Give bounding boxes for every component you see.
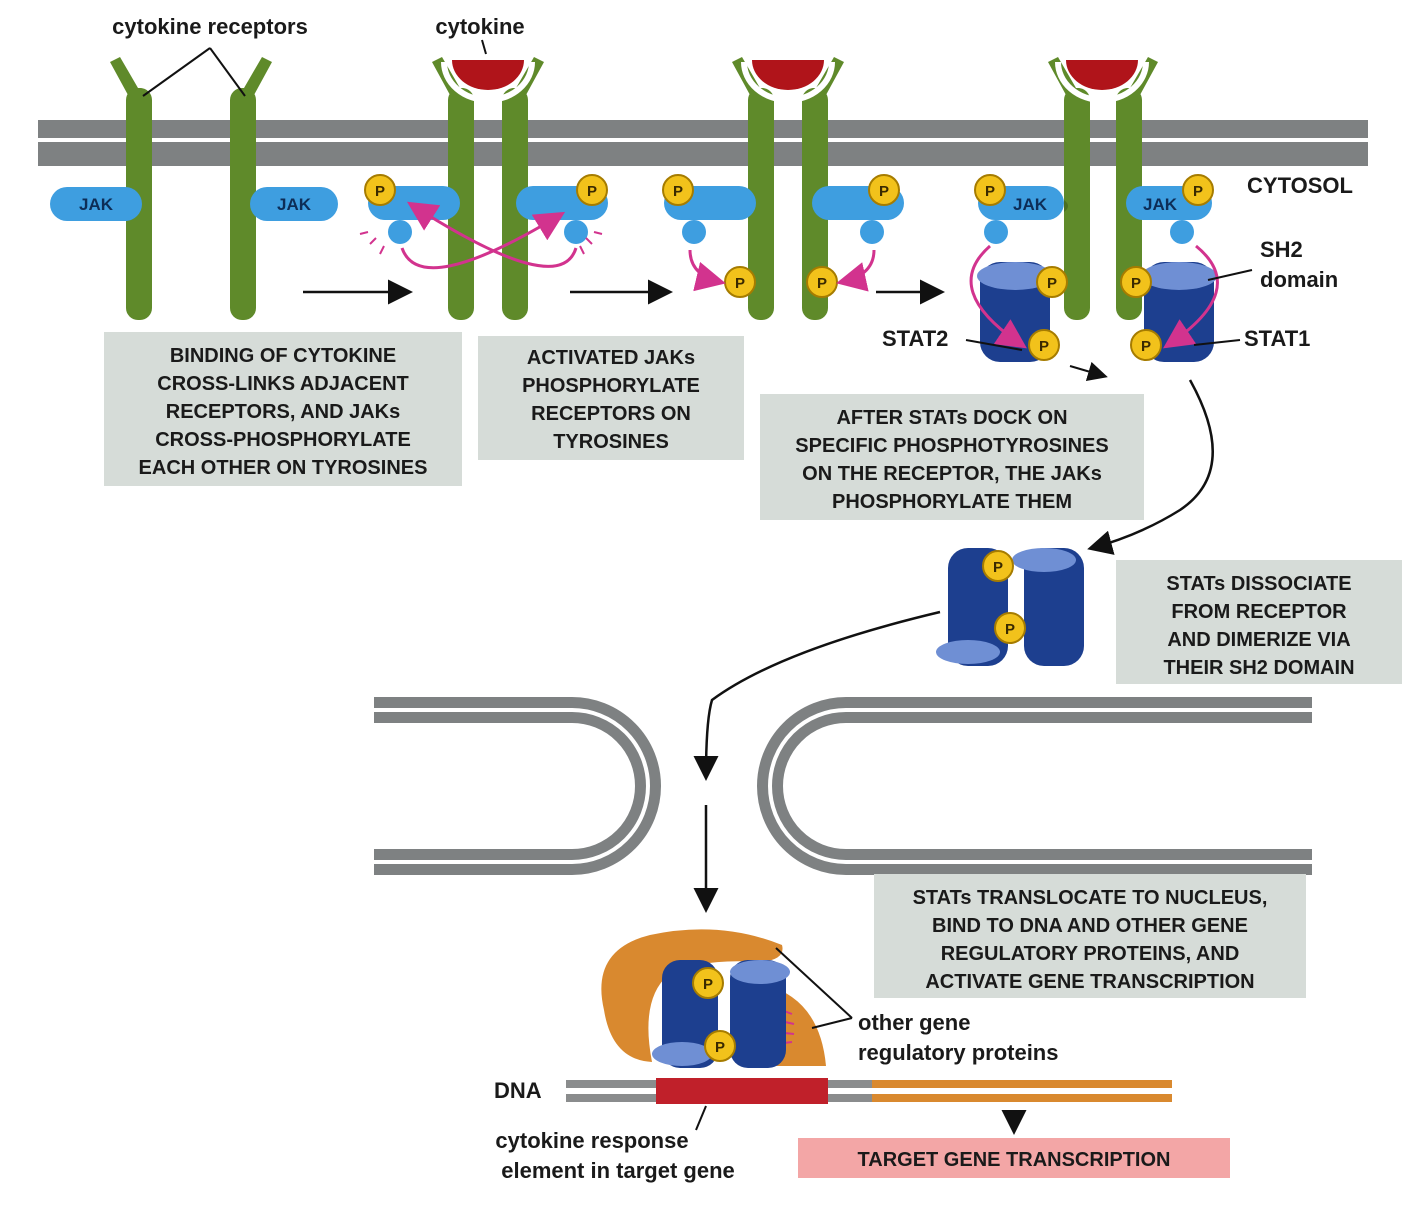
cross-phosphorylation-arrows xyxy=(359,201,603,270)
svg-text:ACTIVATED JAKs: ACTIVATED JAKs xyxy=(527,347,695,369)
svg-text:P: P xyxy=(703,976,713,993)
receptor-pair-unbound xyxy=(110,47,272,320)
svg-text:P: P xyxy=(1193,183,1203,200)
svg-text:P: P xyxy=(673,183,683,200)
jak-right-unbound: JAK xyxy=(250,187,338,221)
svg-text:P: P xyxy=(1141,338,1151,355)
svg-text:JAK: JAK xyxy=(277,195,312,214)
svg-text:AFTER STATs DOCK ON: AFTER STATs DOCK ON xyxy=(836,407,1067,429)
svg-text:P: P xyxy=(817,275,827,292)
receptor-phosphorylation-arrows xyxy=(688,249,876,292)
jak-right-4: JAK P xyxy=(1126,174,1214,244)
svg-text:element in target gene: element in target gene xyxy=(501,1158,735,1183)
svg-text:P: P xyxy=(1047,275,1057,292)
step-box-3: AFTER STATs DOCK ON SPECIFIC PHOSPHOTYRO… xyxy=(760,394,1144,520)
sh2-domain-label: SH2 domain xyxy=(1207,237,1338,292)
svg-text:RECEPTORS, AND JAKs: RECEPTORS, AND JAKs xyxy=(166,401,401,423)
other-gene-label: other gene regulatory proteins xyxy=(775,947,1058,1065)
svg-text:RECEPTORS ON: RECEPTORS ON xyxy=(531,403,691,425)
svg-text:TARGET GENE TRANSCRIPTION: TARGET GENE TRANSCRIPTION xyxy=(858,1149,1171,1171)
jak-left-3: P xyxy=(662,174,756,244)
svg-text:P: P xyxy=(375,183,385,200)
svg-text:domain: domain xyxy=(1260,267,1338,292)
svg-text:PHOSPHORYLATE: PHOSPHORYLATE xyxy=(522,375,700,397)
svg-text:EACH OTHER ON TYROSINES: EACH OTHER ON TYROSINES xyxy=(139,457,428,479)
svg-text:P: P xyxy=(587,183,597,200)
svg-text:JAK: JAK xyxy=(79,195,114,214)
svg-text:cytokine response: cytokine response xyxy=(495,1128,688,1153)
svg-text:P: P xyxy=(1005,621,1015,638)
svg-text:SPECIFIC PHOSPHOTYROSINES: SPECIFIC PHOSPHOTYROSINES xyxy=(795,435,1108,457)
jak-right-3: P xyxy=(812,174,904,244)
svg-text:JAK: JAK xyxy=(1143,195,1178,214)
svg-text:STATs TRANSLOCATE TO NUCLEUS,: STATs TRANSLOCATE TO NUCLEUS, xyxy=(913,887,1268,909)
step-box-1: BINDING OF CYTOKINE CROSS-LINKS ADJACENT… xyxy=(104,332,462,486)
svg-text:CROSS-LINKS ADJACENT: CROSS-LINKS ADJACENT xyxy=(157,373,409,395)
svg-text:P: P xyxy=(735,275,745,292)
cytosol-label: CYTOSOL xyxy=(1247,173,1353,198)
svg-text:P: P xyxy=(993,559,1003,576)
svg-text:TYROSINES: TYROSINES xyxy=(553,431,669,453)
svg-text:FROM RECEPTOR: FROM RECEPTOR xyxy=(1171,601,1347,623)
svg-text:BINDING OF CYTOKINE: BINDING OF CYTOKINE xyxy=(170,345,396,367)
dissociation-arrow xyxy=(1087,379,1214,555)
svg-text:SH2: SH2 xyxy=(1260,237,1303,262)
plasma-membrane xyxy=(38,120,1368,166)
translocation-arrow xyxy=(693,610,941,781)
nuclear-envelope xyxy=(374,697,1312,875)
stat2-label: STAT2 xyxy=(882,326,1023,351)
step-box-4: STATs DISSOCIATE FROM RECEPTOR AND DIMER… xyxy=(1116,560,1402,684)
svg-text:other gene: other gene xyxy=(858,1010,970,1035)
svg-text:REGULATORY PROTEINS, AND: REGULATORY PROTEINS, AND xyxy=(941,943,1240,965)
dna-strand: DNA xyxy=(494,1078,1172,1104)
svg-text:JAK: JAK xyxy=(1013,195,1048,214)
svg-text:THEIR SH2 DOMAIN: THEIR SH2 DOMAIN xyxy=(1163,657,1354,679)
receptor-phosphotyrosines-3: P P xyxy=(724,266,838,298)
jak-left-unbound: JAK xyxy=(50,187,142,221)
svg-text:ON THE RECEPTOR, THE JAKs: ON THE RECEPTOR, THE JAKs xyxy=(802,463,1102,485)
svg-text:AND DIMERIZE VIA: AND DIMERIZE VIA xyxy=(1167,629,1350,651)
jak-right-2: P xyxy=(516,174,608,244)
svg-text:P: P xyxy=(715,1039,725,1056)
svg-text:regulatory proteins: regulatory proteins xyxy=(858,1040,1058,1065)
jak-left-2: P xyxy=(364,174,460,244)
stat-dimer-nucleus: P P xyxy=(652,960,790,1068)
docked-phosphates-4: P P P P xyxy=(1028,266,1162,361)
svg-text:DNA: DNA xyxy=(494,1078,542,1103)
svg-text:CROSS-PHOSPHORYLATE: CROSS-PHOSPHORYLATE xyxy=(155,429,411,451)
svg-text:P: P xyxy=(985,183,995,200)
stat1-label: STAT1 xyxy=(1193,326,1310,351)
svg-text:STATs DISSOCIATE: STATs DISSOCIATE xyxy=(1166,573,1351,595)
svg-text:P: P xyxy=(879,183,889,200)
step-box-2: ACTIVATED JAKs PHOSPHORYLATE RECEPTORS O… xyxy=(478,336,744,460)
cytokine-response-element-label: cytokine response element in target gene xyxy=(495,1105,735,1183)
stat1-protein xyxy=(1141,262,1217,362)
jak-left-4: JAK P xyxy=(974,174,1064,244)
svg-text:PHOSPHORYLATE THEM: PHOSPHORYLATE THEM xyxy=(832,491,1072,513)
step-box-5: STATs TRANSLOCATE TO NUCLEUS, BIND TO DN… xyxy=(874,874,1306,998)
svg-text:P: P xyxy=(1039,338,1049,355)
cytokine-label: cytokine xyxy=(435,14,524,39)
stat-phosphorylation-arrows xyxy=(969,244,1219,349)
svg-text:P: P xyxy=(1131,275,1141,292)
stat-dimer-cytosol: P P xyxy=(936,548,1084,666)
svg-text:STAT1: STAT1 xyxy=(1244,326,1310,351)
target-gene-transcription-box: TARGET GENE TRANSCRIPTION xyxy=(798,1138,1230,1178)
svg-text:ACTIVATE GENE TRANSCRIPTION: ACTIVATE GENE TRANSCRIPTION xyxy=(925,971,1254,993)
svg-text:BIND TO DNA AND OTHER GENE: BIND TO DNA AND OTHER GENE xyxy=(932,915,1248,937)
cytokine-receptors-label: cytokine receptors xyxy=(112,14,308,39)
svg-text:STAT2: STAT2 xyxy=(882,326,948,351)
